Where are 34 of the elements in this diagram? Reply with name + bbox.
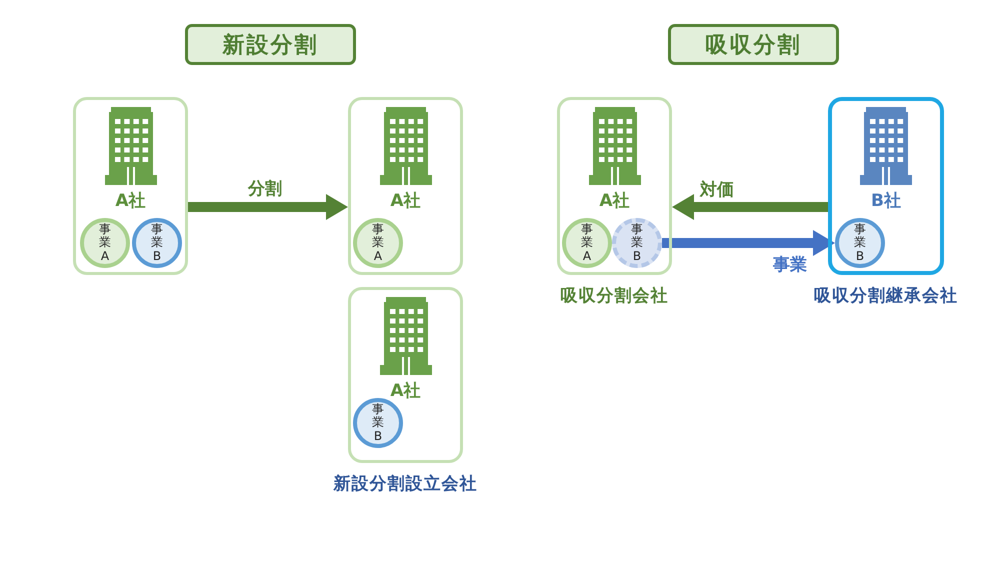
business-circle bbox=[353, 218, 403, 268]
company-name: A社 bbox=[390, 381, 421, 401]
business-label: 事業A bbox=[372, 223, 384, 263]
business-circle bbox=[562, 218, 612, 268]
company-name: A社 bbox=[115, 191, 146, 211]
business-circle bbox=[612, 218, 662, 268]
company-name: A社 bbox=[390, 191, 421, 211]
arrow bbox=[188, 194, 348, 220]
company-caption: 新設分割設立会社 bbox=[334, 473, 478, 495]
company-card bbox=[73, 97, 188, 275]
company-name: B社 bbox=[871, 191, 901, 211]
business-circle bbox=[835, 218, 885, 268]
company-card bbox=[348, 287, 463, 463]
company-caption: 吸収分割会社 bbox=[560, 285, 668, 307]
business-label: 事業B bbox=[631, 223, 643, 263]
arrow bbox=[672, 194, 828, 220]
company-card bbox=[348, 97, 463, 275]
section-title: 新設分割 bbox=[222, 32, 318, 60]
business-circle bbox=[353, 398, 403, 448]
company-name: A社 bbox=[599, 191, 630, 211]
business-label: 事業A bbox=[581, 223, 593, 263]
section-title: 吸収分割 bbox=[706, 32, 802, 60]
business-label: 事業B bbox=[151, 223, 163, 263]
business-circle bbox=[80, 218, 130, 268]
arrow bbox=[662, 230, 835, 256]
section-title-box bbox=[668, 24, 839, 65]
business-circle bbox=[132, 218, 182, 268]
company-caption: 吸収分割継承会社 bbox=[814, 285, 958, 307]
company-card bbox=[557, 97, 672, 275]
section-title-box bbox=[185, 24, 356, 65]
business-label: 事業A bbox=[99, 223, 111, 263]
business-label: 事業B bbox=[854, 223, 866, 263]
company-card bbox=[828, 97, 944, 275]
business-label: 事業B bbox=[372, 403, 384, 443]
